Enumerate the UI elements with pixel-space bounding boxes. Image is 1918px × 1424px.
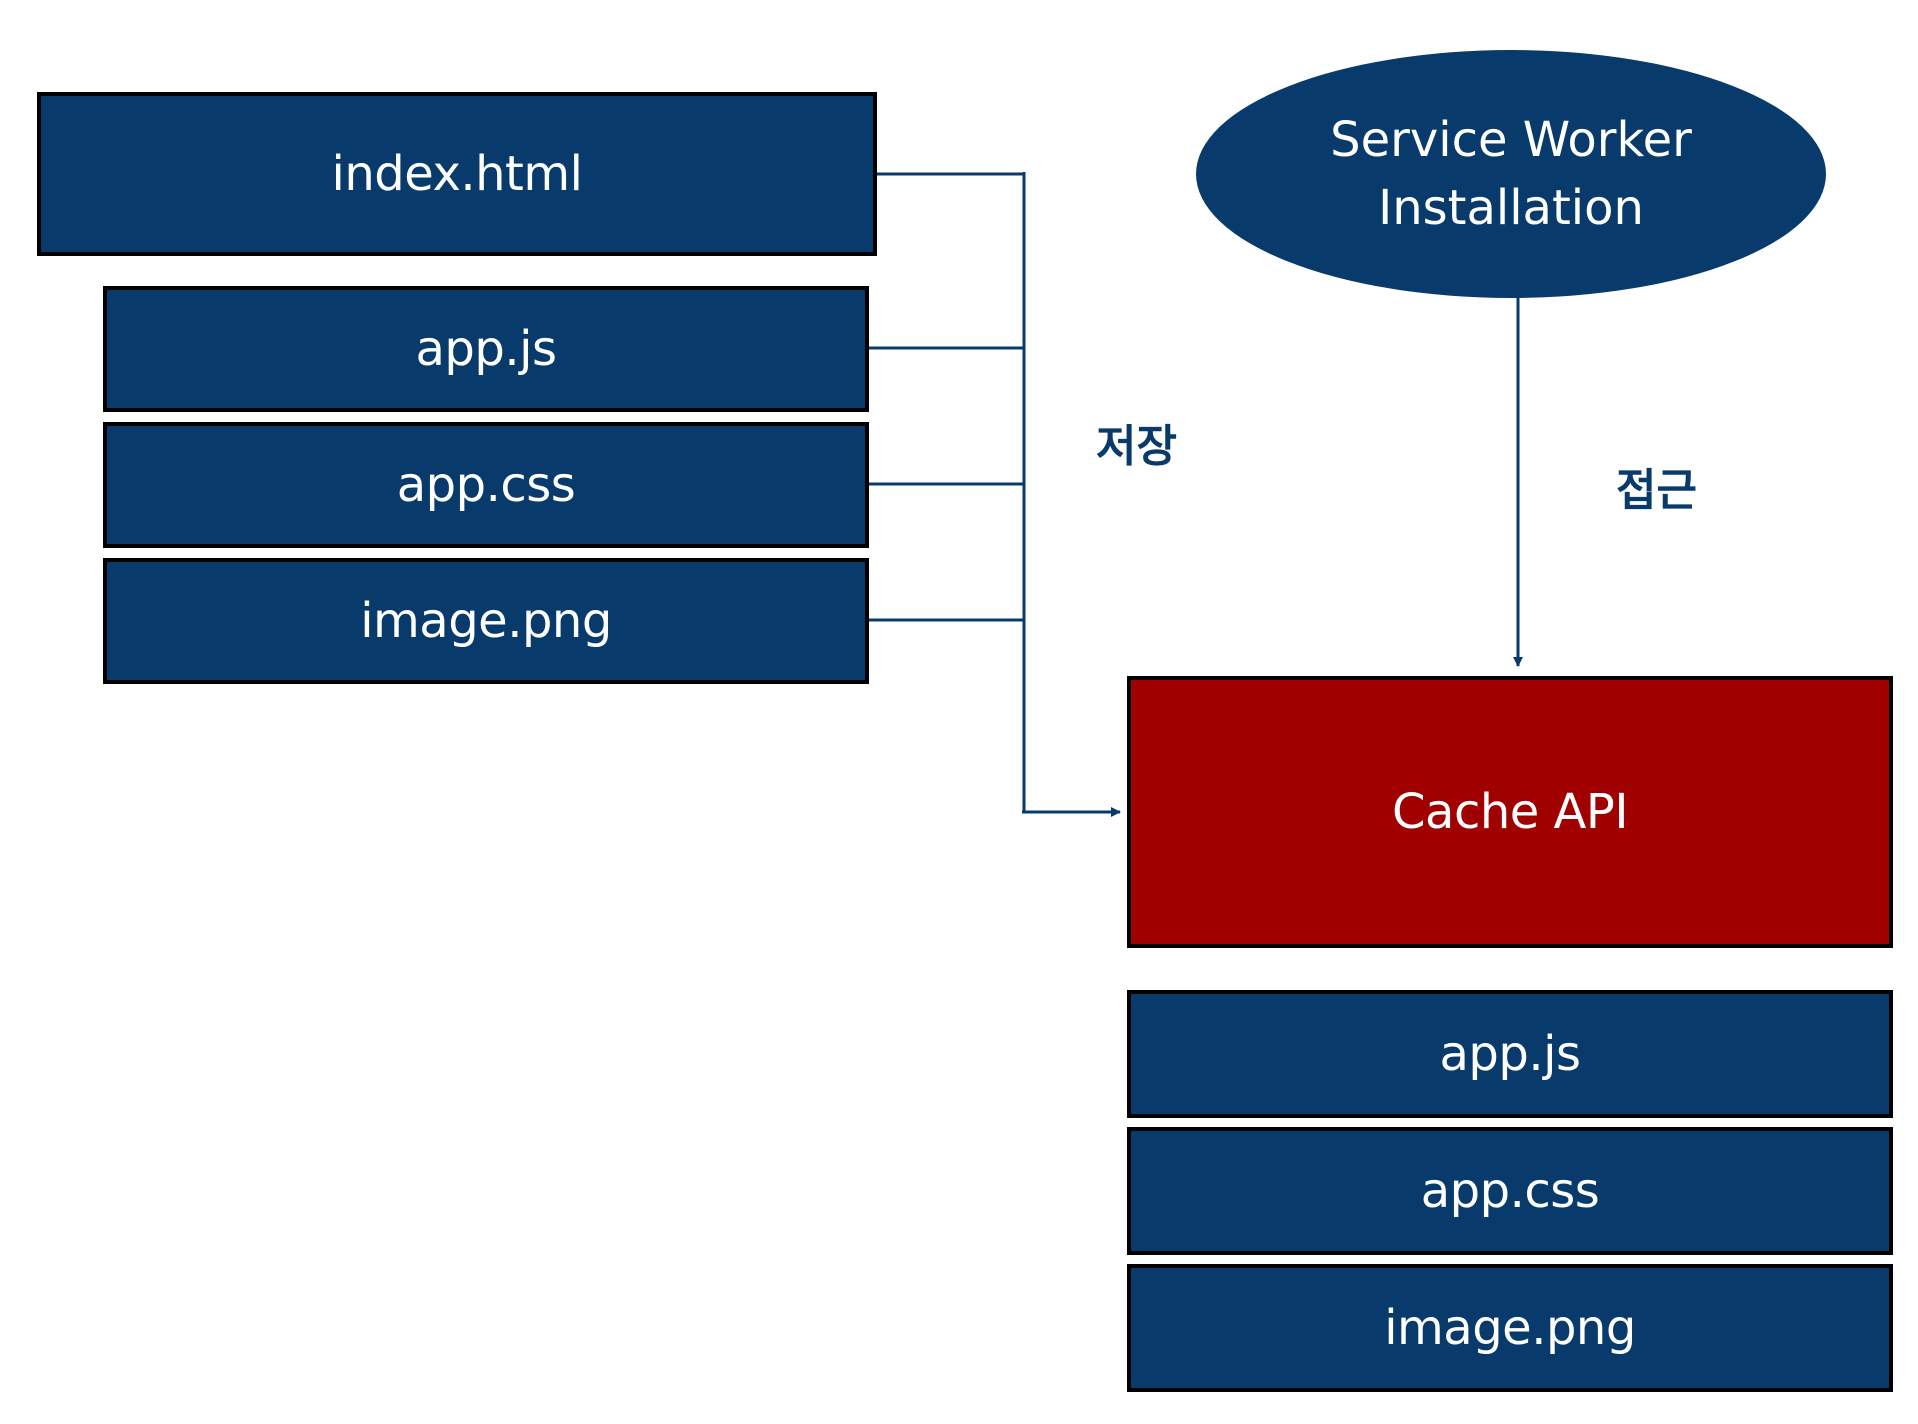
source-index-html-label: index.html [331,146,583,202]
source-index-html: index.html [37,92,877,256]
cached-app-js-label: app.js [1439,1026,1581,1082]
source-app-css: app.css [103,422,869,548]
installer-line-1: Service Worker [1330,112,1692,168]
cache-api-label: Cache API [1392,784,1628,840]
cached-app-js: app.js [1127,990,1893,1118]
cached-app-css-label: app.css [1420,1163,1600,1219]
source-app-css-label: app.css [396,457,576,513]
access-label: 접근 [1616,465,1697,516]
cache-api: Cache API [1127,676,1893,948]
source-app-js-label: app.js [415,321,557,377]
source-image-png: image.png [103,558,869,684]
service-worker-installation-text: Service Worker Installation [1330,106,1692,242]
cached-image-png: image.png [1127,1264,1893,1392]
source-app-js: app.js [103,286,869,412]
store-label: 저장 [1096,421,1177,472]
cached-image-png-label: image.png [1384,1300,1636,1356]
cached-app-css: app.css [1127,1127,1893,1255]
installer-line-2: Installation [1378,180,1644,236]
service-worker-installation: Service Worker Installation [1196,50,1826,298]
source-image-png-label: image.png [360,593,612,649]
